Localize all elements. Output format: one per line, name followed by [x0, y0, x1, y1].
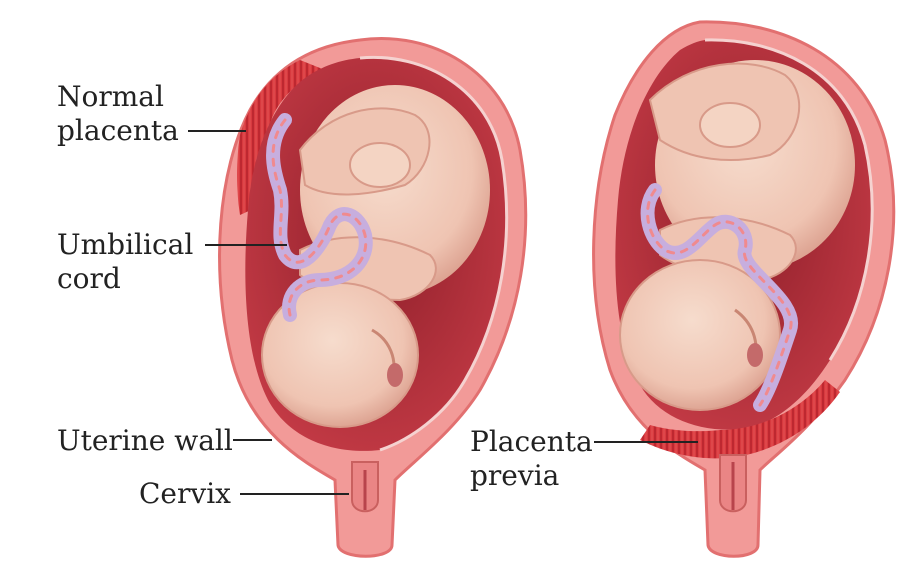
label-placenta-previa-line2: previa [470, 459, 560, 492]
label-cervix: Cervix [139, 477, 231, 510]
left-fetus [261, 85, 490, 428]
right-fetus [619, 60, 855, 411]
leader-lines [188, 130, 698, 495]
label-umbilical-cord-line2: cord [57, 262, 121, 295]
right-placenta-previa [640, 380, 840, 459]
left-uterus [218, 37, 528, 558]
label-umbilical-cord-line1: Umbilical [57, 228, 194, 261]
label-normal-placenta-line2: placenta [57, 114, 179, 147]
label-umbilical-cord: Umbilical cord [57, 228, 193, 296]
label-normal-placenta-line1: Normal [57, 80, 164, 113]
right-uterus [592, 20, 896, 558]
label-placenta-previa: Placenta previa [470, 425, 593, 493]
label-uterine-wall: Uterine wall [57, 424, 233, 457]
label-normal-placenta: Normal placenta [57, 80, 179, 148]
label-placenta-previa-line1: Placenta [470, 425, 593, 458]
